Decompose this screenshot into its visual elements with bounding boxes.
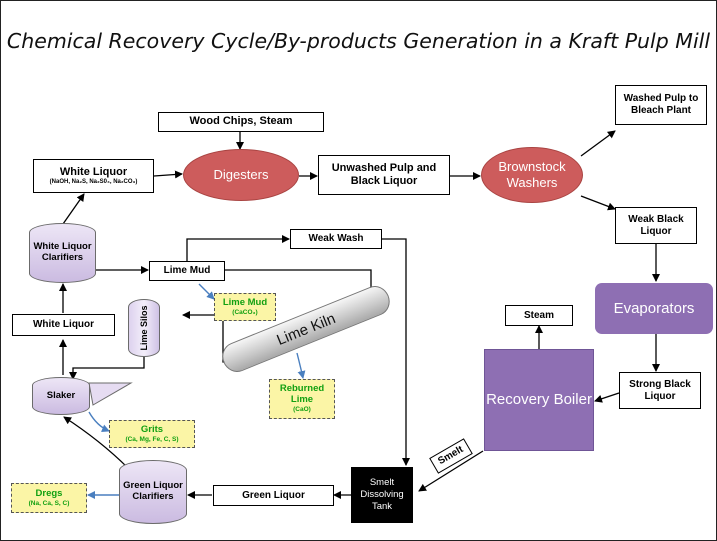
slaker-node: Slaker [32,377,90,415]
digesters-node: Digesters [183,149,299,201]
lime-mud-box: Lime Mud [149,261,225,281]
strong-black-liquor-box: Strong Black Liquor [619,372,701,409]
washed-pulp-box: Washed Pulp to Bleach Plant [615,85,707,125]
white-liquor-left-box: White Liquor [12,314,115,336]
evaporators-node: Evaporators [595,283,713,334]
smelt-dissolving-tank-node: Smelt Dissolving Tank [351,467,413,523]
lime-mud-note: Lime Mud (CaCO₃) [214,293,276,321]
lime-mud-formula: (CaCO₃) [232,308,258,316]
grits-note: Grits (Ca, Mg, Fe, C, S) [109,420,195,448]
white-liquor-top-box: White Liquor (NaOH, Na₂S, Na₂S0₄, Na₂CO₃… [33,159,154,193]
lime-mud-note-label: Lime Mud [222,296,268,308]
dregs-note: Dregs (Na, Ca, S, C) [11,483,87,513]
diagram-title: Chemical Recovery Cycle/By-products Gene… [6,29,711,53]
weak-wash-box: Weak Wash [290,229,382,249]
reburned-lime-formula: (CaO) [293,406,311,414]
white-liquor-top-formula: (NaOH, Na₂S, Na₂S0₄, Na₂CO₃) [49,179,138,185]
recovery-boiler-node: Recovery Boiler [484,349,594,451]
dregs-label: Dregs [35,487,63,499]
wood-chips-box: Wood Chips, Steam [158,112,324,132]
dregs-formula: (Na, Ca, S, C) [28,499,70,507]
white-liquor-clarifiers-node: White Liquor Clarifiers [29,223,96,283]
lime-silos-label: Lime Silos [139,305,149,351]
lime-silos-node: Lime Silos [128,299,160,357]
white-liquor-top-label: White Liquor [59,165,128,178]
unwashed-pulp-box: Unwashed Pulp and Black Liquor [318,155,450,195]
grits-formula: (Ca, Mg, Fe, C, S) [125,435,179,443]
green-liquor-clarifiers-node: Green Liquor Clarifiers [119,460,187,524]
steam-box: Steam [505,305,573,326]
green-liquor-box: Green Liquor [213,485,334,506]
weak-black-liquor-box: Weak Black Liquor [615,207,697,244]
brownstock-washers-node: Brownstock Washers [481,147,583,203]
reburned-lime-label: Reburned Lime [279,383,325,406]
reburned-lime-note: Reburned Lime (CaO) [269,379,335,419]
grits-label: Grits [140,423,164,435]
